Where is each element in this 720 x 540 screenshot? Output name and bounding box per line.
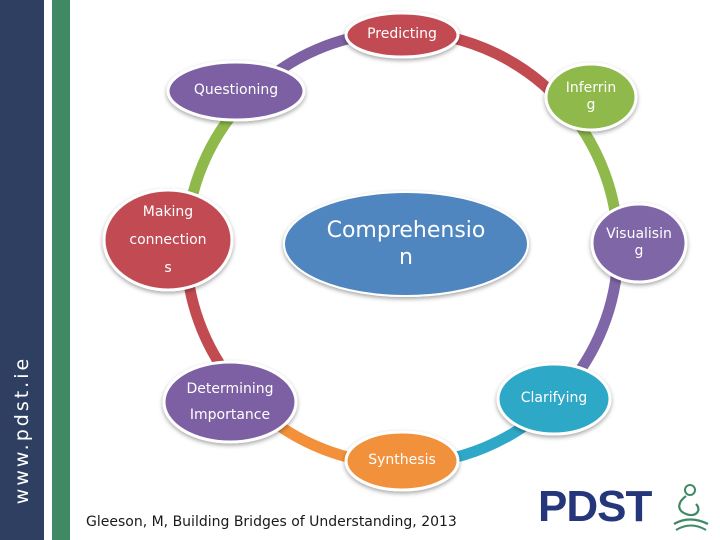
node-label-synthesis: Synthesis bbox=[368, 452, 436, 469]
node-inferring bbox=[544, 62, 638, 132]
pdst-logo: PDST bbox=[536, 480, 712, 534]
node-label-predicting: Predicting bbox=[367, 26, 437, 43]
node-questioning bbox=[166, 60, 306, 122]
pdst-logo-figure-icon bbox=[673, 484, 709, 531]
node-predicting bbox=[344, 11, 460, 59]
node-determining bbox=[162, 360, 298, 444]
node-label-inferring: Inferrin g bbox=[565, 79, 617, 114]
pdst-logo-text: PDST bbox=[538, 482, 652, 531]
node-label-questioning: Questioning bbox=[193, 82, 279, 99]
node-label-determining: Determining Importance bbox=[186, 381, 274, 423]
node-layer bbox=[102, 11, 688, 492]
node-label-making: Making connection s bbox=[129, 204, 207, 276]
node-synthesis bbox=[344, 430, 460, 492]
sidebar-dark-band bbox=[0, 0, 44, 540]
node-visualising bbox=[590, 202, 688, 284]
center-label-comprehension: Comprehensio n bbox=[326, 217, 486, 271]
node-clarifying bbox=[496, 362, 612, 436]
sidebar-green-band bbox=[52, 0, 70, 540]
citation: Gleeson, M, Building Bridges of Understa… bbox=[86, 514, 457, 530]
center-node-comprehension bbox=[283, 191, 529, 297]
node-making bbox=[102, 188, 234, 292]
node-label-clarifying: Clarifying bbox=[520, 390, 588, 407]
node-label-visualising: Visualisin g bbox=[606, 225, 672, 260]
